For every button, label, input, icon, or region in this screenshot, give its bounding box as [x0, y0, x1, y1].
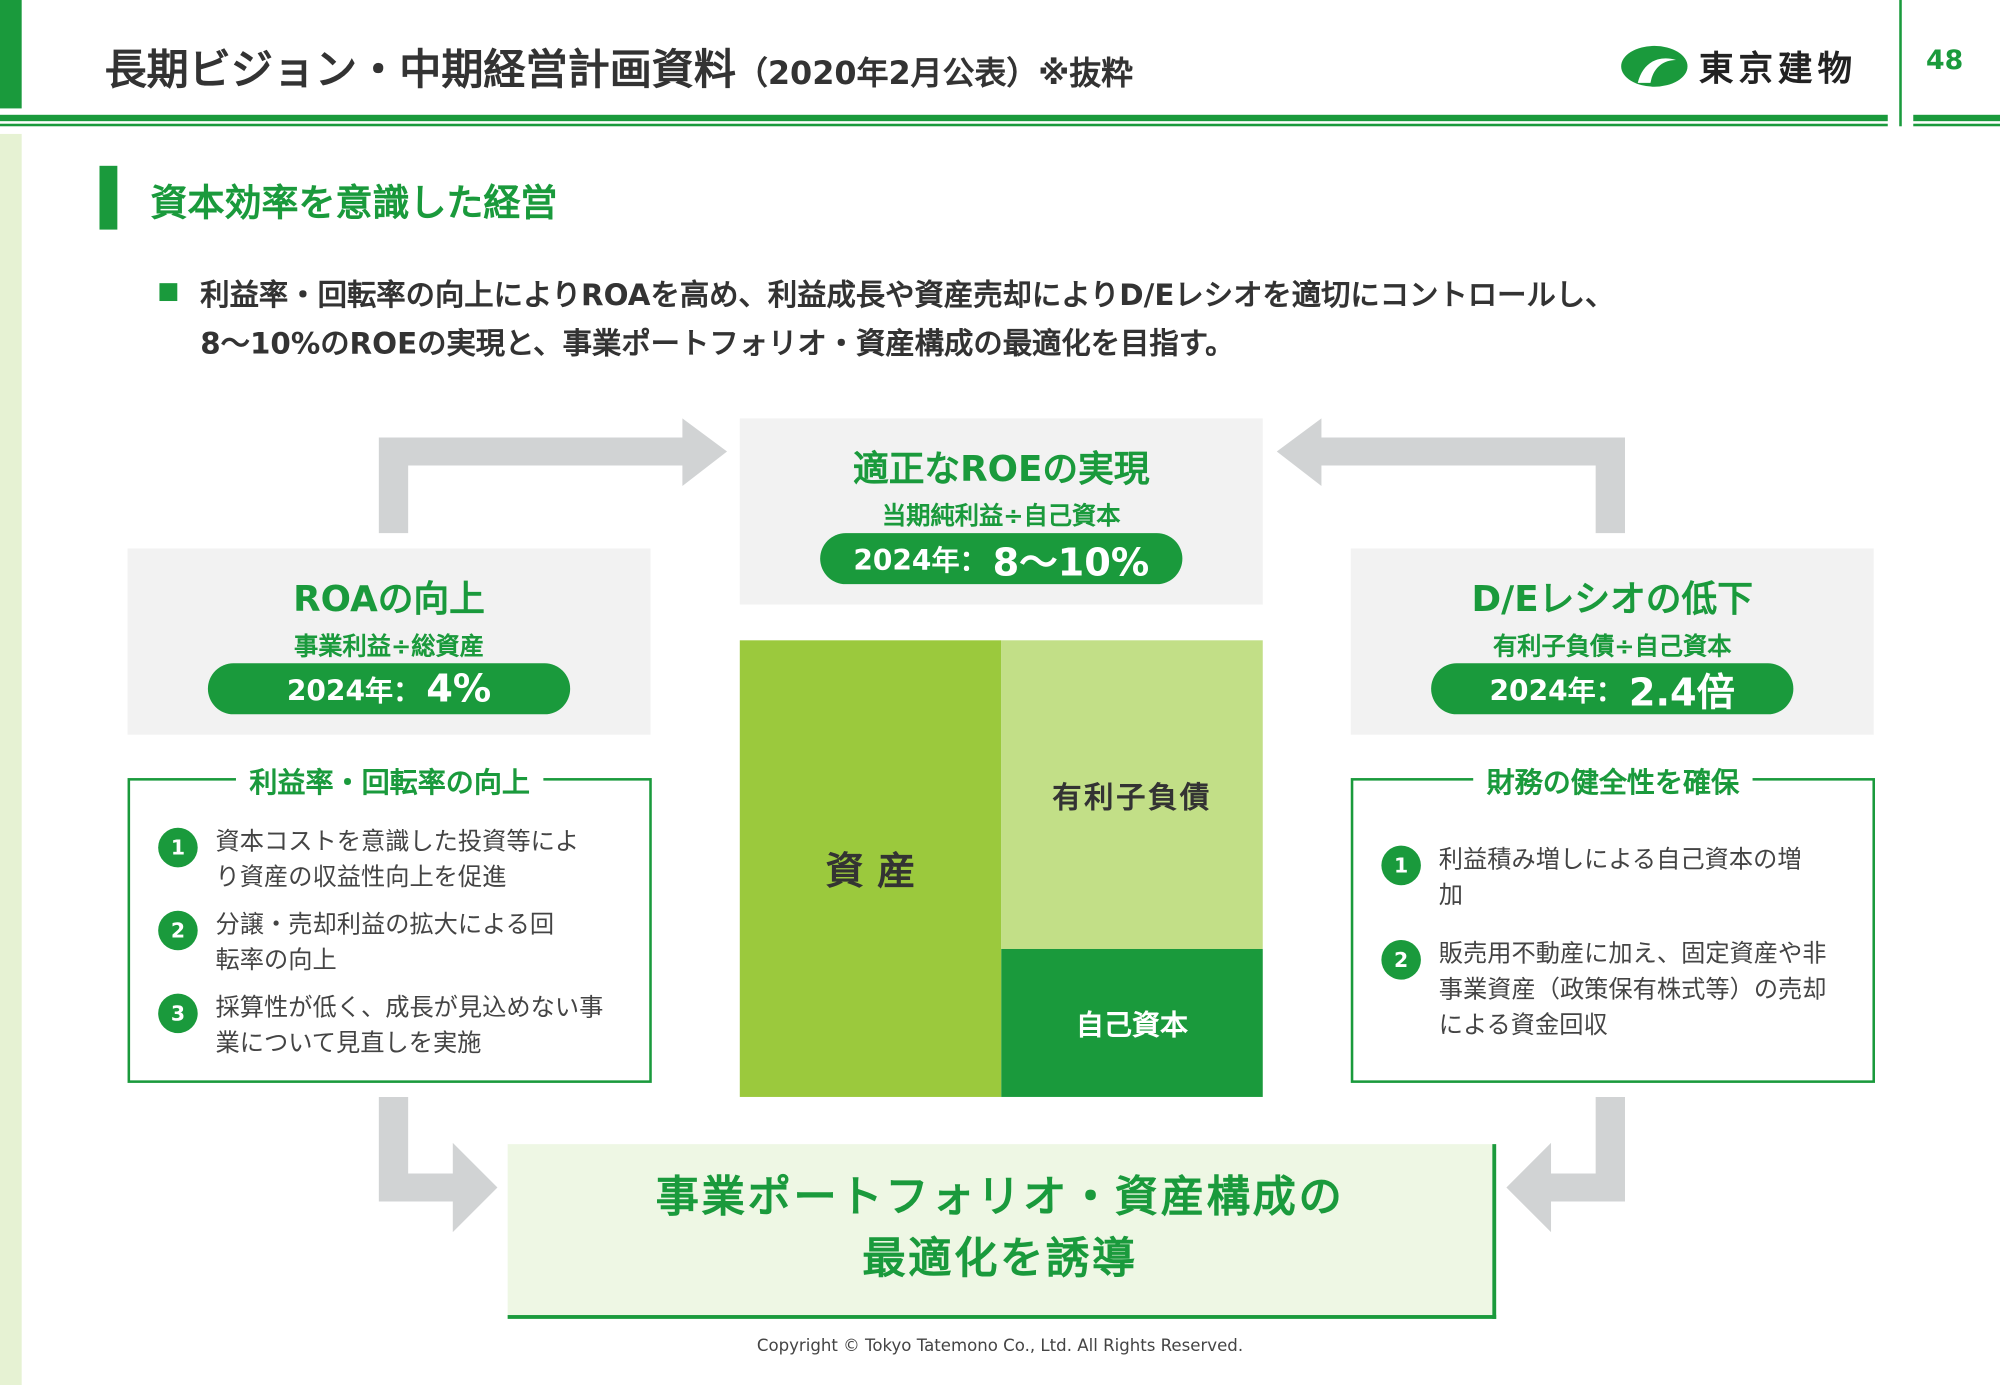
roe-box: 適正なROEの実現 当期純利益÷自己資本 2024年：8〜10% — [739, 418, 1263, 605]
de-target-pill: 2024年：2.4倍 — [1431, 663, 1794, 716]
roe-title: 適正なROEの実現 — [852, 447, 1150, 490]
goal-line-2: 最適化を誘導 — [862, 1233, 1138, 1285]
section-heading: 資本効率を意識した経営 — [150, 181, 558, 225]
logo-icon — [1621, 45, 1688, 87]
debt-label: 有利子負債 — [1052, 781, 1212, 816]
roe-formula: 当期純利益÷自己資本 — [882, 502, 1121, 531]
arrow-de-to-roe-icon — [1276, 418, 1625, 534]
roe-year: 2024年： — [853, 545, 988, 578]
header-rule-thin — [0, 123, 1888, 127]
number-badge: 1 — [1381, 845, 1421, 886]
roa-title: ROAの向上 — [293, 577, 485, 620]
roa-target-pill: 2024年：4% — [207, 663, 571, 715]
number-badge: 3 — [158, 993, 198, 1034]
section-bullet: 利益率・回転率の向上によりROAを高め、利益成長や資産売却によりD/Eレシオを適… — [200, 272, 1614, 369]
de-title: D/Eレシオの低下 — [1471, 577, 1753, 620]
number-badge: 2 — [158, 910, 198, 951]
de-formula: 有利子負債÷自己資本 — [1493, 632, 1732, 661]
side-strip — [0, 133, 22, 1385]
right-panel-title: 財務の健全性を確保 — [1473, 767, 1752, 800]
arrow-roa-to-roe-icon — [378, 418, 728, 534]
header-rule-right-thin — [1913, 123, 2000, 127]
list-item: 利益積み増しによる自己資本の増加 — [1438, 845, 1802, 910]
list-item: 採算性が低く、成長が見込めない事業について見直しを実施 — [215, 993, 604, 1058]
page-number: 48 — [1926, 44, 1964, 76]
roe-value: 8〜10% — [992, 540, 1150, 586]
bullet-line-2: 8〜10%のROEの実現と、事業ポートフォリオ・資産構成の最適化を目指す。 — [200, 327, 1235, 361]
header-divider — [1899, 0, 1902, 127]
number-badge: 1 — [158, 827, 198, 868]
arrow-left-to-bottom-icon — [378, 1096, 498, 1233]
list-item: 分譲・売却利益の拡大による回転率の向上 — [215, 910, 555, 975]
balance-debt-block: 有利子負債 — [1001, 640, 1263, 949]
roa-year: 2024年： — [286, 676, 422, 708]
header-accent-bar — [0, 0, 22, 109]
number-badge: 2 — [1381, 940, 1421, 980]
copyright: Copyright © Tokyo Tatemono Co., Ltd. All… — [756, 1336, 1244, 1356]
goal-line-1: 事業ポートフォリオ・資産構成の — [655, 1172, 1345, 1224]
roa-value: 4% — [426, 666, 492, 712]
header-rule-right — [1913, 114, 2000, 122]
roa-box: ROAの向上 事業利益÷総資産 2024年：4% — [127, 548, 651, 735]
de-value: 2.4倍 — [1628, 670, 1735, 716]
left-panel-title: 利益率・回転率の向上 — [236, 767, 543, 800]
list-item: 資本コストを意識した投資等により資産の収益性向上を促進 — [215, 827, 580, 892]
section-marker — [99, 165, 118, 230]
roa-formula: 事業利益÷総資産 — [294, 632, 484, 661]
page-title: 長期ビジョン・中期経営計画資料（2020年2月公表）※抜粋 — [105, 36, 1133, 97]
assets-label: 資 産 — [825, 849, 916, 895]
de-ratio-box: D/Eレシオの低下 有利子負債÷自己資本 2024年：2.4倍 — [1350, 548, 1874, 735]
balance-assets-block: 資 産 — [739, 640, 1002, 1097]
right-panel: 財務の健全性を確保 1 利益積み増しによる自己資本の増加 2 販売用不動産に加え、固… — [1350, 767, 1875, 1083]
bullet-square-icon — [159, 283, 178, 302]
roe-target-pill: 2024年：8〜10% — [820, 533, 1183, 586]
header-rule — [0, 114, 1888, 122]
bullet-line-1: 利益率・回転率の向上によりROAを高め、利益成長や資産売却によりD/Eレシオを適… — [200, 279, 1615, 313]
portfolio-goal-box: 事業ポートフォリオ・資産構成の 最適化を誘導 — [507, 1144, 1497, 1319]
title-sub: （2020年2月公表）※抜粋 — [735, 54, 1134, 92]
title-main: 長期ビジョン・中期経営計画資料 — [104, 44, 736, 95]
company-logo: 東京建物 — [1620, 41, 1857, 91]
logo-text: 東京建物 — [1698, 49, 1858, 90]
de-year: 2024年： — [1489, 676, 1624, 708]
arrow-right-to-bottom-icon — [1506, 1096, 1625, 1233]
equity-label: 自己資本 — [1075, 1010, 1189, 1043]
balance-equity-block: 自己資本 — [1001, 948, 1263, 1097]
list-item: 販売用不動産に加え、固定資産や非事業資産（政策保有株式等）の売却による資金回収 — [1438, 940, 1827, 1040]
